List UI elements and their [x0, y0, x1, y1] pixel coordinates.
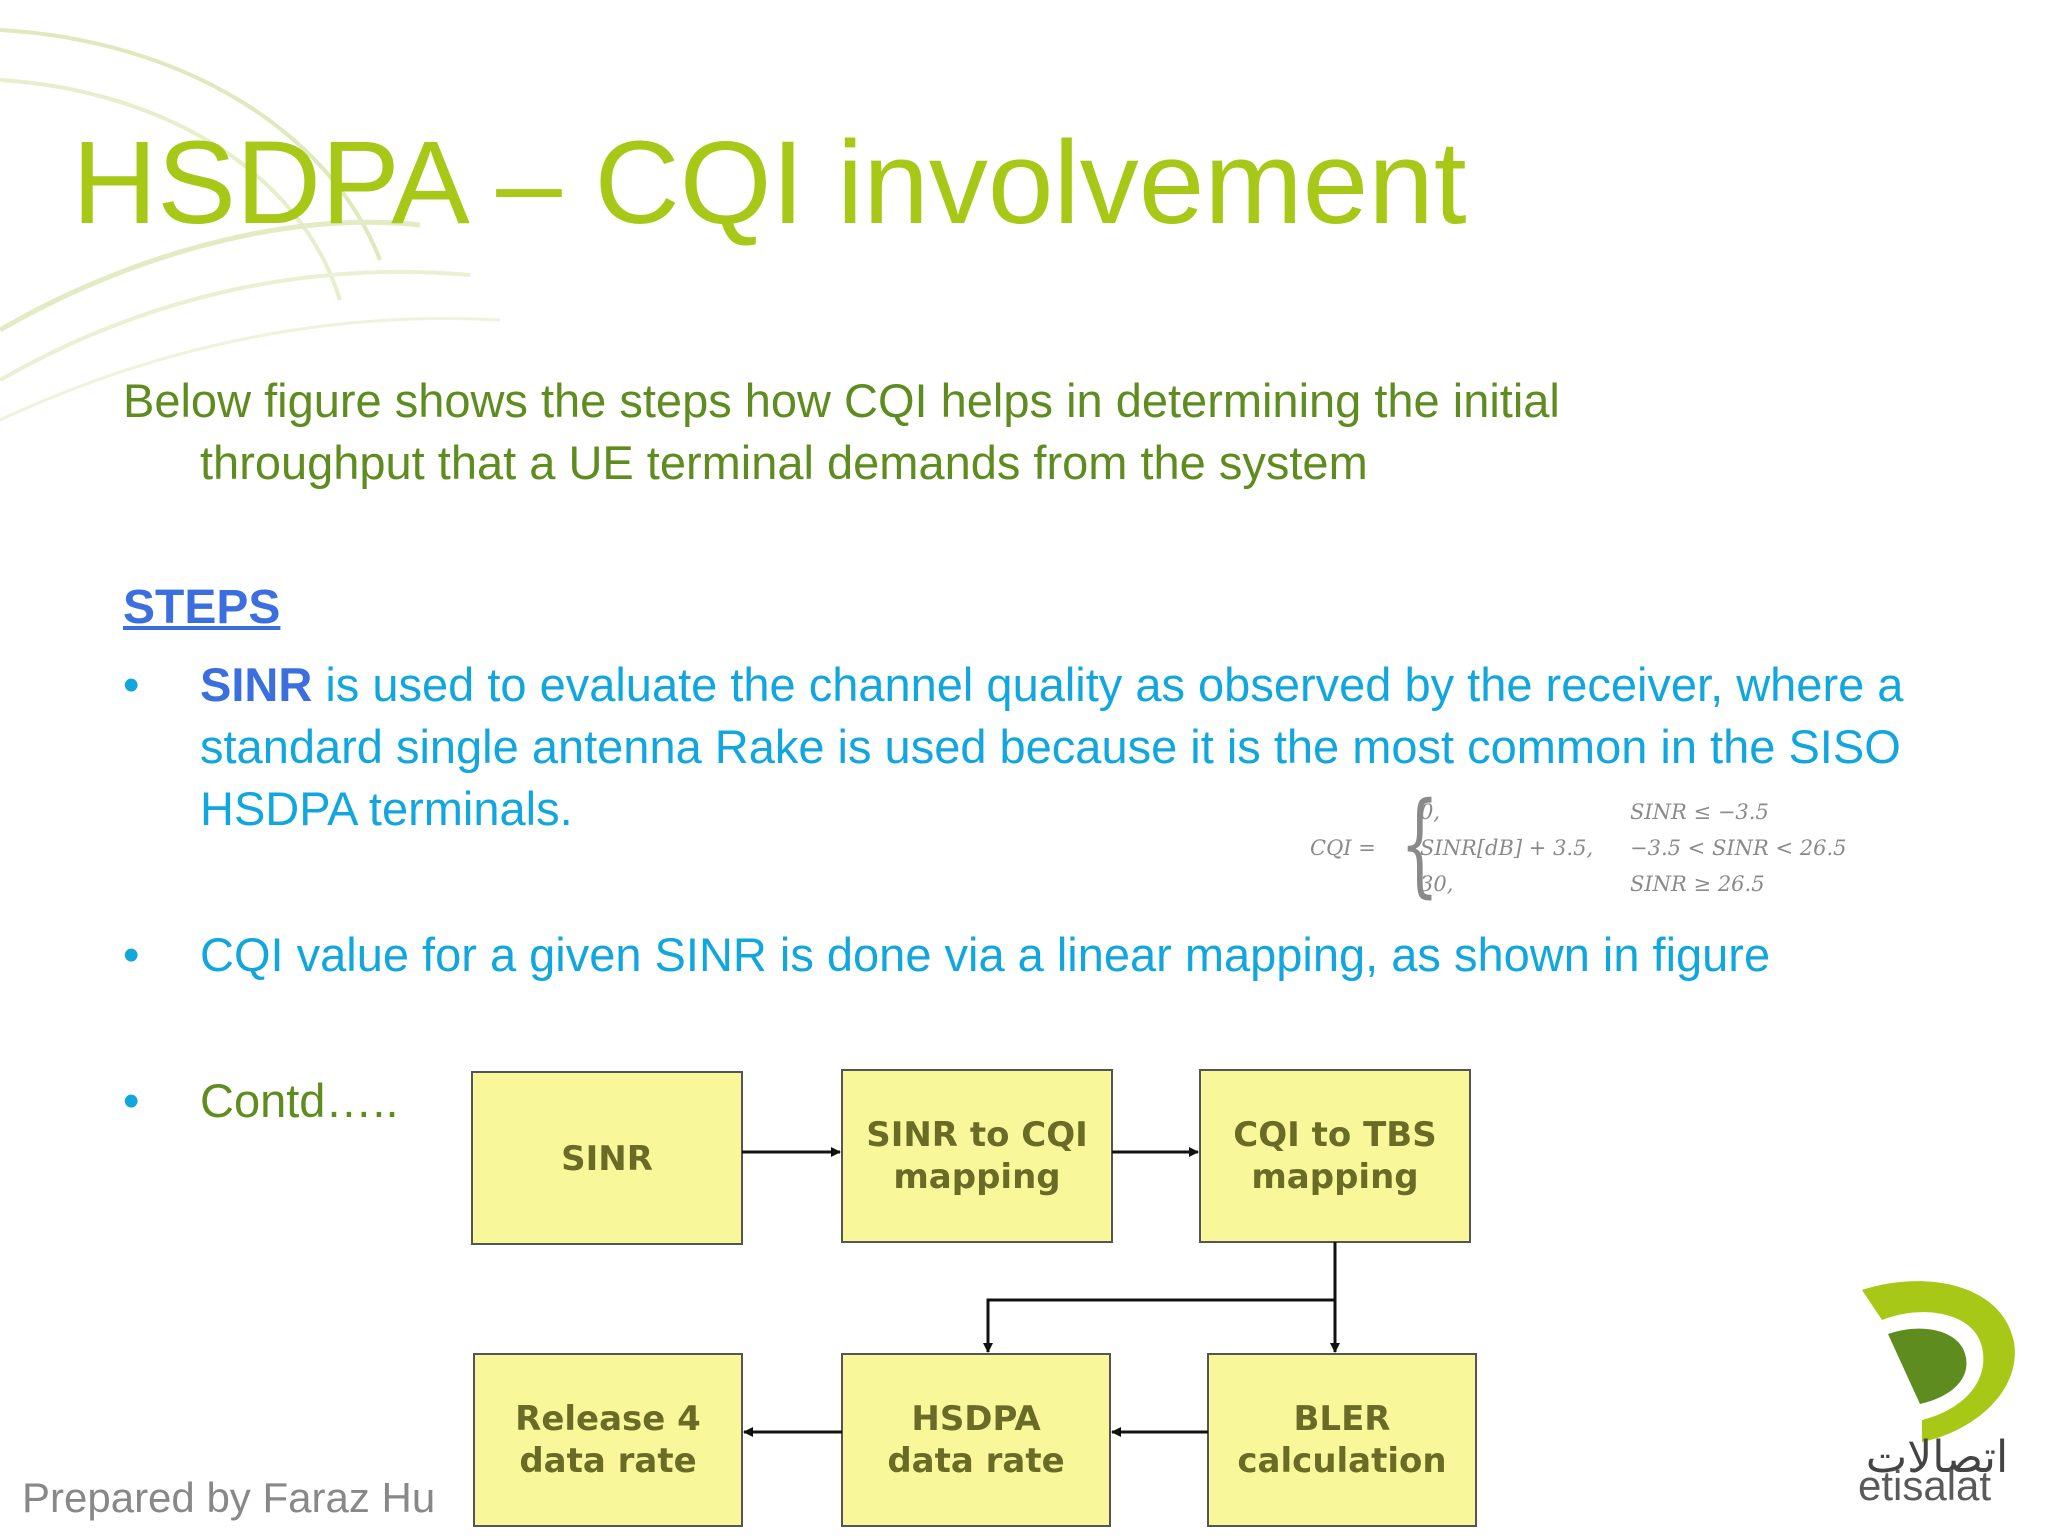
- formula-case-value: 0,: [1420, 800, 1441, 824]
- flow-box-sinr-to-cqi: SINR to CQI mapping: [841, 1069, 1113, 1243]
- flow-box-cqi-to-tbs-line2: mapping: [1251, 1157, 1418, 1197]
- formula-brace: {: [1400, 779, 1440, 909]
- flow-box-hsdpa-line2: data rate: [887, 1441, 1064, 1481]
- formula-case-condition: SINR ≤ −3.5: [1630, 800, 1769, 824]
- decorative-swoosh: [0, 28, 501, 422]
- cqi-formula: CQI = { 0, SINR ≤ −3.5 SINR[dB] + 3.5, −…: [1300, 788, 1880, 906]
- flow-box-hsdpa-line1: HSDPA: [911, 1399, 1041, 1439]
- flow-box-release4: Release 4 data rate: [473, 1353, 743, 1527]
- logo-wordmark: etisalat: [1858, 1462, 1992, 1509]
- cqi-flow-diagram: SINR SINR to CQI mapping CQI to TBS mapp…: [471, 1069, 1477, 1527]
- steps-heading: STEPS: [123, 581, 281, 634]
- flow-box-bler: BLER calculation: [1207, 1353, 1477, 1527]
- flow-box-release4-line1: Release 4: [515, 1399, 701, 1439]
- formula-case-condition: SINR ≥ 26.5: [1630, 872, 1765, 896]
- intro-line-2: throughput that a UE terminal demands fr…: [200, 436, 1368, 489]
- flow-box-sinr: SINR: [471, 1071, 743, 1245]
- flow-box-bler-line1: BLER: [1294, 1399, 1391, 1439]
- formula-case-condition: −3.5 < SINR < 26.5: [1630, 836, 1847, 860]
- intro-line-1: Below figure shows the steps how CQI hel…: [123, 374, 1560, 427]
- formula-case-value: 30,: [1420, 872, 1454, 896]
- formula-lhs: CQI =: [1310, 836, 1376, 860]
- flow-box-hsdpa: HSDPA data rate: [841, 1353, 1111, 1527]
- flow-box-sinr-to-cqi-line1: SINR to CQI: [866, 1115, 1088, 1155]
- flow-box-bler-line2: calculation: [1237, 1441, 1446, 1481]
- flow-box-sinr-to-cqi-line2: mapping: [893, 1157, 1060, 1197]
- slide-title: HSDPA – CQI involvement: [72, 117, 1467, 249]
- bullet-contd-text: Contd…..: [200, 1074, 399, 1127]
- formula-case-value: SINR[dB] + 3.5,: [1420, 836, 1594, 860]
- logo-arabic-text: اتصالات: [1866, 1432, 2009, 1483]
- flow-box-release4-line2: data rate: [519, 1441, 696, 1481]
- bullet-marker: •: [123, 928, 140, 981]
- flow-box-cqi-to-tbs: CQI to TBS mapping: [1199, 1069, 1471, 1243]
- bullet-sinr-text: is used to evaluate the channel quality …: [200, 658, 1904, 835]
- intro-paragraph: Below figure shows the steps how CQI hel…: [123, 370, 1883, 494]
- bullet-sinr-keyword: SINR: [200, 658, 313, 711]
- footer-author: Prepared by Faraz Hu: [22, 1474, 436, 1521]
- flow-arrow-tbs-to-hsdpa: [983, 1298, 1335, 1353]
- flow-box-cqi-to-tbs-line1: CQI to TBS: [1233, 1115, 1436, 1155]
- bullet-cqi-mapping-text: CQI value for a given SINR is done via a…: [200, 928, 1771, 981]
- etisalat-logo-icon: اتصالات: [1862, 1281, 2015, 1483]
- flow-box-sinr-label: SINR: [561, 1139, 653, 1179]
- bullet-marker: •: [123, 1074, 140, 1127]
- bullet-marker: •: [123, 658, 140, 711]
